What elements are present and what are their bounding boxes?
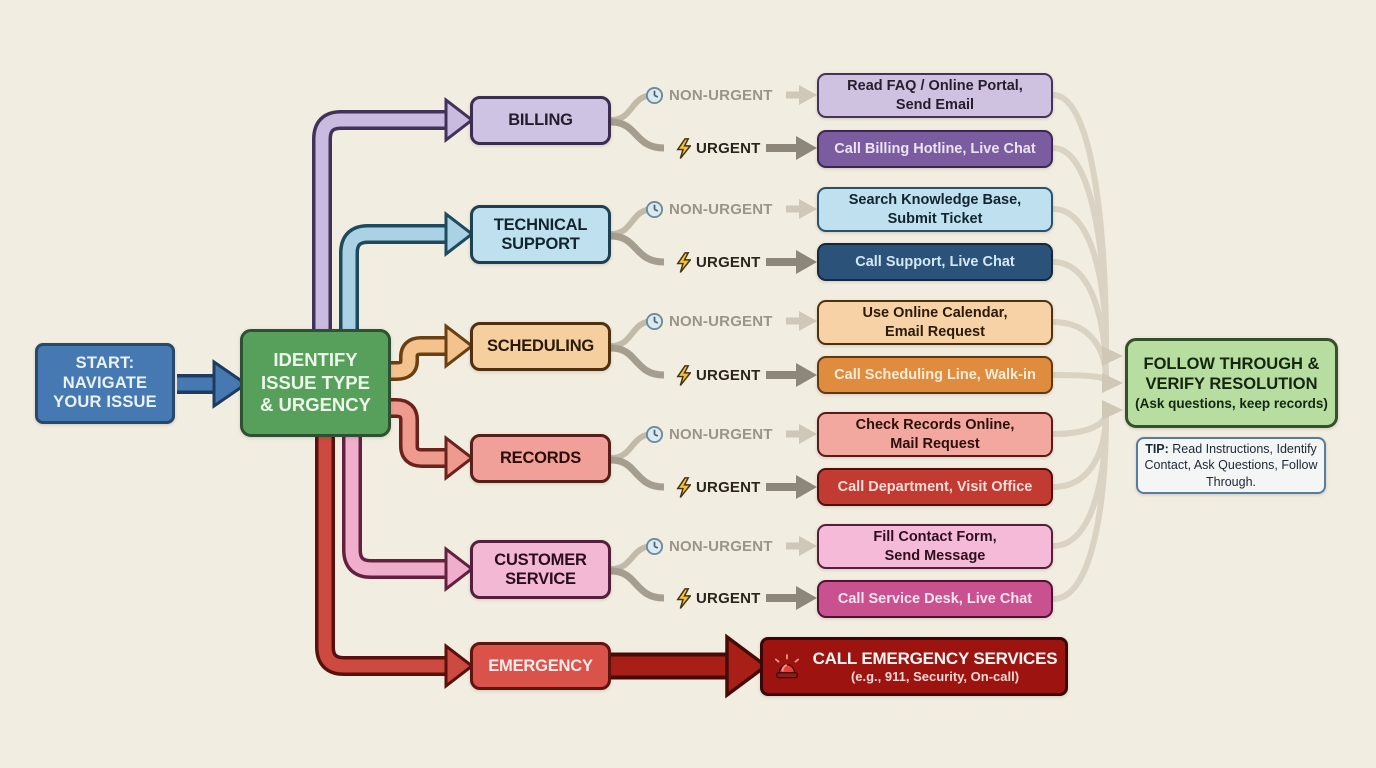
outcome-records-non-urgent: Check Records Online, Mail Request: [817, 412, 1053, 457]
outcome-technical-non-urgent: Search Knowledge Base, Submit Ticket: [817, 187, 1053, 232]
branch-label-non-urgent: NON-URGENT: [645, 83, 773, 107]
outcome-technical-urgent: Call Support, Live Chat: [817, 243, 1053, 281]
clock-icon: [645, 537, 664, 556]
branch-label-urgent: URGENT: [676, 250, 761, 274]
outcome-scheduling-urgent: Call Scheduling Line, Walk-in: [817, 356, 1053, 394]
branch-label-non-urgent: NON-URGENT: [645, 422, 773, 446]
converge-arrowheads: [1102, 346, 1123, 420]
branch-label-non-urgent: NON-URGENT: [645, 534, 773, 558]
branch-label-non-urgent: NON-URGENT: [645, 197, 773, 221]
branch-label-urgent: URGENT: [676, 363, 761, 387]
lightning-icon: [676, 251, 691, 273]
identify-node: IDENTIFY ISSUE TYPE & URGENCY: [240, 329, 391, 437]
lightning-icon: [676, 587, 691, 609]
outcome-service-non-urgent: Fill Contact Form, Send Message: [817, 524, 1053, 569]
clock-icon: [645, 425, 664, 444]
branch-label-urgent: URGENT: [676, 475, 761, 499]
clock-icon: [645, 200, 664, 219]
follow-through-node: FOLLOW THROUGH & VERIFY RESOLUTION (Ask …: [1125, 338, 1338, 428]
category-label: CUSTOMER SERVICE: [494, 550, 587, 588]
start-arrow: [177, 359, 249, 409]
category-node-records: RECORDS: [470, 434, 611, 483]
category-label: EMERGENCY: [488, 656, 593, 675]
lightning-icon: [676, 364, 691, 386]
category-label: SCHEDULING: [486, 337, 595, 356]
lightning-icon: [676, 476, 691, 498]
category-node-billing: BILLING: [470, 96, 611, 145]
outcome-billing-non-urgent: Read FAQ / Online Portal, Send Email: [817, 73, 1053, 118]
tip-prefix: TIP:: [1145, 442, 1169, 457]
branch-label-urgent: URGENT: [676, 586, 761, 610]
outcome-records-urgent: Call Department, Visit Office: [817, 468, 1053, 506]
category-node-emergency: EMERGENCY: [470, 642, 611, 690]
identify-line: ISSUE TYPE: [261, 371, 370, 393]
tip-text: Read Instructions, Identify Contact, Ask…: [1144, 442, 1318, 489]
clock-icon: [645, 312, 664, 331]
start-line: YOUR ISSUE: [53, 393, 157, 412]
category-label: BILLING: [508, 111, 573, 130]
category-arrowheads: [444, 96, 475, 690]
emergency-arrow: [609, 633, 769, 699]
category-node-customer-service: CUSTOMER SERVICE: [470, 540, 611, 599]
start-line: START:: [75, 353, 135, 372]
category-node-technical-support: TECHNICAL SUPPORT: [470, 205, 611, 264]
category-node-scheduling: SCHEDULING: [470, 322, 611, 371]
start-line: NAVIGATE: [62, 373, 148, 392]
emergency-action-node: CALL EMERGENCY SERVICES (e.g., 911, Secu…: [760, 637, 1068, 696]
outcome-scheduling-non-urgent: Use Online Calendar, Email Request: [817, 300, 1053, 345]
lightning-icon: [676, 137, 691, 159]
clock-icon: [645, 86, 664, 105]
identify-line: IDENTIFY: [273, 349, 358, 371]
category-label: RECORDS: [499, 449, 582, 468]
branch-label-urgent: URGENT: [676, 136, 761, 160]
outcome-billing-urgent: Call Billing Hotline, Live Chat: [817, 130, 1053, 168]
emergency-action-text: CALL EMERGENCY SERVICES (e.g., 911, Secu…: [812, 649, 1058, 684]
branch-label-non-urgent: NON-URGENT: [645, 309, 773, 333]
identify-line: & URGENCY: [259, 394, 371, 416]
outcome-service-urgent: Call Service Desk, Live Chat: [817, 580, 1053, 618]
start-node: START: NAVIGATE YOUR ISSUE: [35, 343, 175, 424]
siren-icon: [771, 652, 803, 682]
tip-note: TIP: Read Instructions, Identify Contact…: [1136, 437, 1326, 494]
category-label: TECHNICAL SUPPORT: [493, 215, 588, 253]
